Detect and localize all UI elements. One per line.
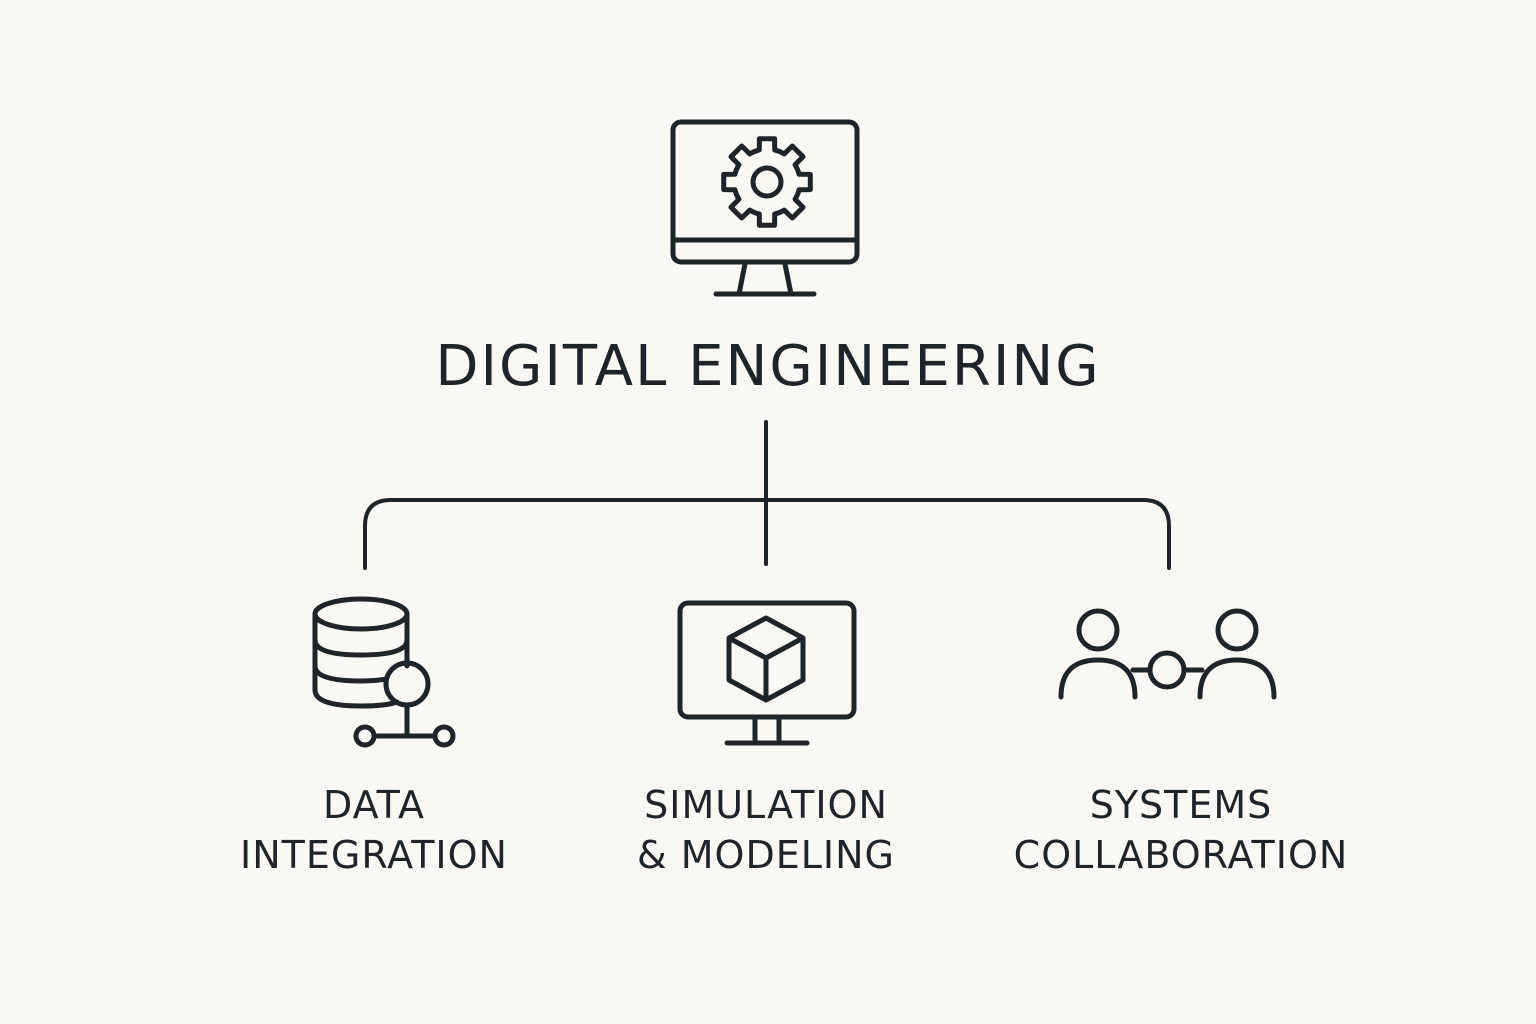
gear-icon [721, 136, 813, 228]
monitor-gear-icon [670, 119, 860, 297]
monitor-cube-icon [677, 600, 857, 746]
branch-label-simulation-modeling: SIMULATION & MODELING [546, 780, 986, 880]
branch-label-data-integration: DATA INTEGRATION [154, 780, 594, 880]
cube-icon [726, 615, 806, 703]
tree-connectors [363, 420, 1171, 570]
gear-hub [750, 165, 784, 199]
branch-label-line: & MODELING [637, 833, 895, 877]
diagram-title: DIGITAL ENGINEERING [435, 334, 1101, 399]
branch-label-line: SIMULATION [644, 783, 888, 827]
database-network-icon [312, 596, 456, 748]
branch-label-line: COLLABORATION [1013, 833, 1349, 877]
branch-label-line: SYSTEMS [1089, 783, 1273, 827]
branch-label-line: DATA [323, 783, 425, 827]
people-connection-icon [1058, 608, 1277, 700]
branch-label-systems-collaboration: SYSTEMS COLLABORATION [961, 780, 1401, 880]
branch-bar [363, 498, 1171, 570]
branch-label-line: INTEGRATION [240, 833, 508, 877]
